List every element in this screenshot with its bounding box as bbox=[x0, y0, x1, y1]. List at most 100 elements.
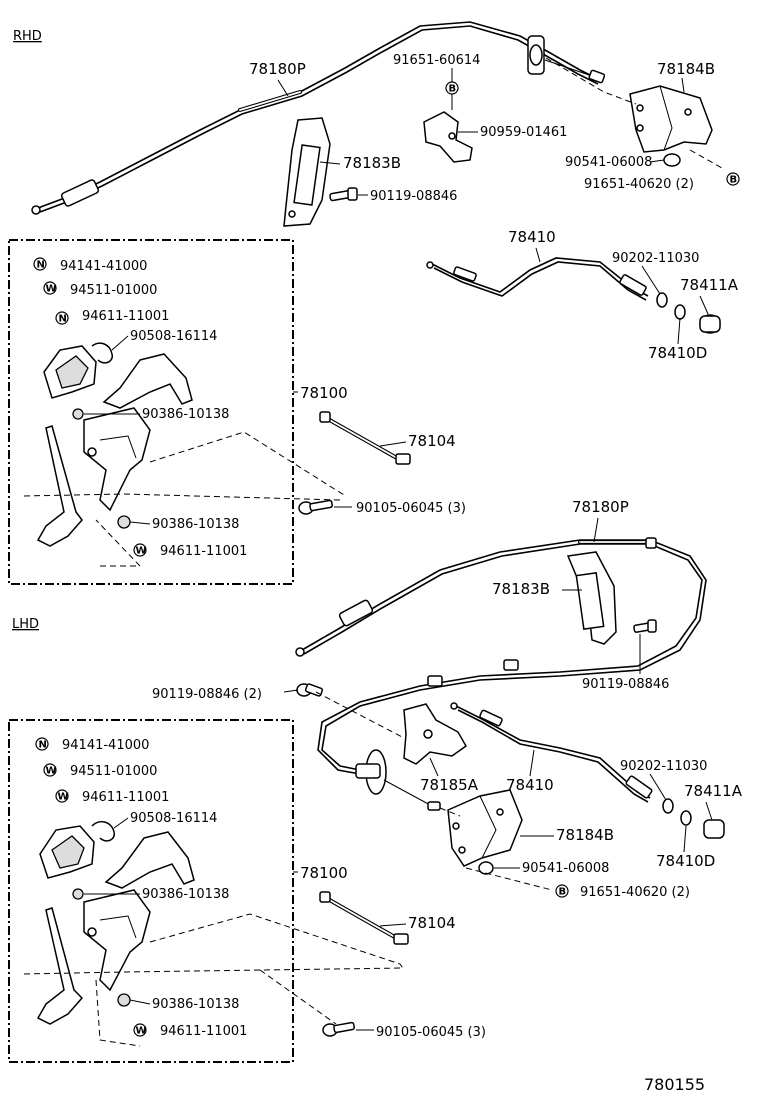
lhd-leader-left-bolt bbox=[315, 691, 405, 739]
rhd-box-label-1: 94141-41000 bbox=[60, 259, 147, 274]
rhd-label-grommet-clip: 91651-60614 bbox=[393, 53, 480, 68]
rhd-leader-rod bbox=[149, 431, 347, 497]
lhd-label-clamp-bolt: 90119-08846 bbox=[582, 677, 669, 692]
lhd-label-knob: 78411A bbox=[684, 782, 743, 800]
rhd-lever-bolts-drawing bbox=[298, 499, 333, 515]
rhd-label-bracket-nut: 90541-06008 bbox=[565, 155, 652, 170]
svg-text:W: W bbox=[46, 284, 57, 295]
lhd-release-cable-drawing bbox=[450, 702, 653, 803]
rhd-label-clamp-bolt: 90119-08846 bbox=[370, 189, 457, 204]
lhd-lever-drawing bbox=[36, 821, 195, 1025]
lhd-label-cable-main: 78180P bbox=[572, 498, 629, 516]
svg-text:W: W bbox=[46, 766, 57, 777]
rhd-label-bracket-bolt: 91651-40620 (2) bbox=[584, 177, 694, 192]
lhd-box-label-7: 94611-11001 bbox=[160, 1024, 247, 1039]
lhd-label-release-cable: 78410 bbox=[506, 776, 554, 794]
rhd-label-right-bracket: 78184B bbox=[657, 60, 715, 78]
lhd-rod-drawing bbox=[319, 891, 409, 945]
rhd-label-washer: 78410D bbox=[648, 344, 707, 362]
rhd-knob-drawing bbox=[699, 314, 721, 334]
lhd-w-mark-2: W bbox=[55, 789, 69, 803]
lhd-lever-bolts-drawing bbox=[322, 1021, 355, 1037]
rhd-washer-drawing bbox=[656, 292, 686, 320]
lhd-knob-drawing bbox=[703, 819, 725, 839]
svg-text:B: B bbox=[559, 887, 567, 898]
lhd-label-left-bolt: 90119-08846 (2) bbox=[152, 687, 262, 702]
svg-text:N: N bbox=[37, 260, 45, 271]
figure-number: 780155 bbox=[644, 1075, 705, 1094]
lhd-box-label-2: 94511-01000 bbox=[70, 764, 157, 779]
lhd-leader-cable-end bbox=[439, 807, 461, 817]
lhd-label-cable-end-clip: 90202-11030 bbox=[620, 759, 707, 774]
rhd-right-bracket-drawing bbox=[629, 85, 713, 153]
rhd-lever-drawing bbox=[36, 342, 193, 547]
rhd-b-mark-2: B bbox=[726, 172, 740, 186]
rhd-b-mark-1: B bbox=[445, 81, 459, 95]
lhd-w-mark-3: W bbox=[133, 1023, 147, 1037]
rhd-box-label-5: 90386-10138 bbox=[142, 407, 229, 422]
lhd-label-bracket-bolt: 91651-40620 (2) bbox=[580, 885, 690, 900]
rhd-leader-bolts bbox=[23, 493, 341, 501]
lhd-box-label-5: 90386-10138 bbox=[142, 887, 229, 902]
rhd-release-cable-drawing bbox=[426, 257, 649, 301]
rhd-label-knob: 78411A bbox=[680, 276, 739, 294]
lhd-leader-bolts bbox=[259, 969, 337, 1025]
rhd-label-lever-bolts: 90105-06045 (3) bbox=[356, 501, 466, 516]
lhd-left-bolt-drawing bbox=[296, 683, 324, 697]
rhd-leader-lower bbox=[95, 519, 142, 567]
lhd-box-label-4: 90508-16114 bbox=[130, 811, 217, 826]
lhd-label-clamp-bracket: 78183B bbox=[492, 580, 550, 598]
rhd-w-mark-2: W bbox=[133, 543, 147, 557]
svg-text:N: N bbox=[39, 740, 47, 751]
lhd-label-lever-bolts: 90105-06045 (3) bbox=[376, 1025, 486, 1040]
lhd-bracket-nut-drawing bbox=[478, 861, 494, 875]
lhd-label-washer: 78410D bbox=[656, 852, 715, 870]
rhd-n-mark-1: N bbox=[33, 257, 47, 271]
rhd-box-label-7: 94611-11001 bbox=[160, 544, 247, 559]
lhd-label-right-bracket: 78184B bbox=[556, 826, 614, 844]
rhd-n-mark-2: N bbox=[55, 311, 69, 325]
lhd-main-cable-drawing bbox=[295, 537, 707, 811]
rhd-small-bracket-drawing bbox=[423, 111, 473, 163]
rhd-leader-bolt bbox=[689, 149, 723, 169]
rhd-rod-drawing bbox=[319, 411, 411, 465]
lhd-box-label-6: 90386-10138 bbox=[152, 997, 239, 1012]
rhd-box-label-3: 94611-11001 bbox=[82, 309, 169, 324]
svg-text:W: W bbox=[136, 1026, 147, 1037]
lhd-label-lever-assembly: 78100 bbox=[300, 864, 348, 882]
rhd-bracket-nut-drawing bbox=[663, 153, 681, 167]
rhd-box-label-6: 90386-10138 bbox=[152, 517, 239, 532]
lhd-label-rod: 78104 bbox=[408, 914, 456, 932]
rhd-label-release-cable: 78410 bbox=[508, 228, 556, 246]
lhd-n-mark: N bbox=[35, 737, 49, 751]
lhd-leader-bolts-upper bbox=[23, 967, 405, 975]
rhd-label-small-bracket: 90959-01461 bbox=[480, 125, 567, 140]
lhd-left-bracket-drawing bbox=[403, 703, 467, 765]
rhd-label-clamp-bracket: 78183B bbox=[343, 154, 401, 172]
section-label-lhd: LHD bbox=[12, 617, 39, 632]
lhd-b-mark: B bbox=[555, 884, 569, 898]
lhd-clamp-bolt-drawing bbox=[633, 619, 657, 633]
rhd-label-cable-main: 78180P bbox=[249, 60, 306, 78]
rhd-main-cable-drawing bbox=[31, 21, 606, 215]
lhd-leader-lower bbox=[95, 979, 141, 1047]
svg-text:W: W bbox=[58, 792, 69, 803]
lhd-box-label-1: 94141-41000 bbox=[62, 738, 149, 753]
rhd-box-label-2: 94511-01000 bbox=[70, 283, 157, 298]
lhd-leader-rod bbox=[149, 913, 405, 971]
lhd-label-left-bracket: 78185A bbox=[420, 776, 479, 794]
lhd-w-mark-1: W bbox=[43, 763, 57, 777]
lhd-clamp-bracket-drawing bbox=[566, 551, 617, 645]
rhd-leader-clip-bracket bbox=[545, 57, 637, 105]
svg-text:W: W bbox=[136, 546, 147, 557]
lhd-leader-bolt bbox=[465, 867, 553, 891]
lhd-lever-box bbox=[8, 719, 294, 1063]
rhd-label-rod: 78104 bbox=[408, 432, 456, 450]
lhd-washer-drawing bbox=[662, 798, 692, 826]
lhd-box-label-3: 94611-11001 bbox=[82, 790, 169, 805]
section-label-rhd: RHD bbox=[13, 29, 42, 44]
rhd-w-mark-1: W bbox=[43, 281, 57, 295]
rhd-lever-box bbox=[8, 239, 294, 585]
svg-text:B: B bbox=[449, 84, 457, 95]
